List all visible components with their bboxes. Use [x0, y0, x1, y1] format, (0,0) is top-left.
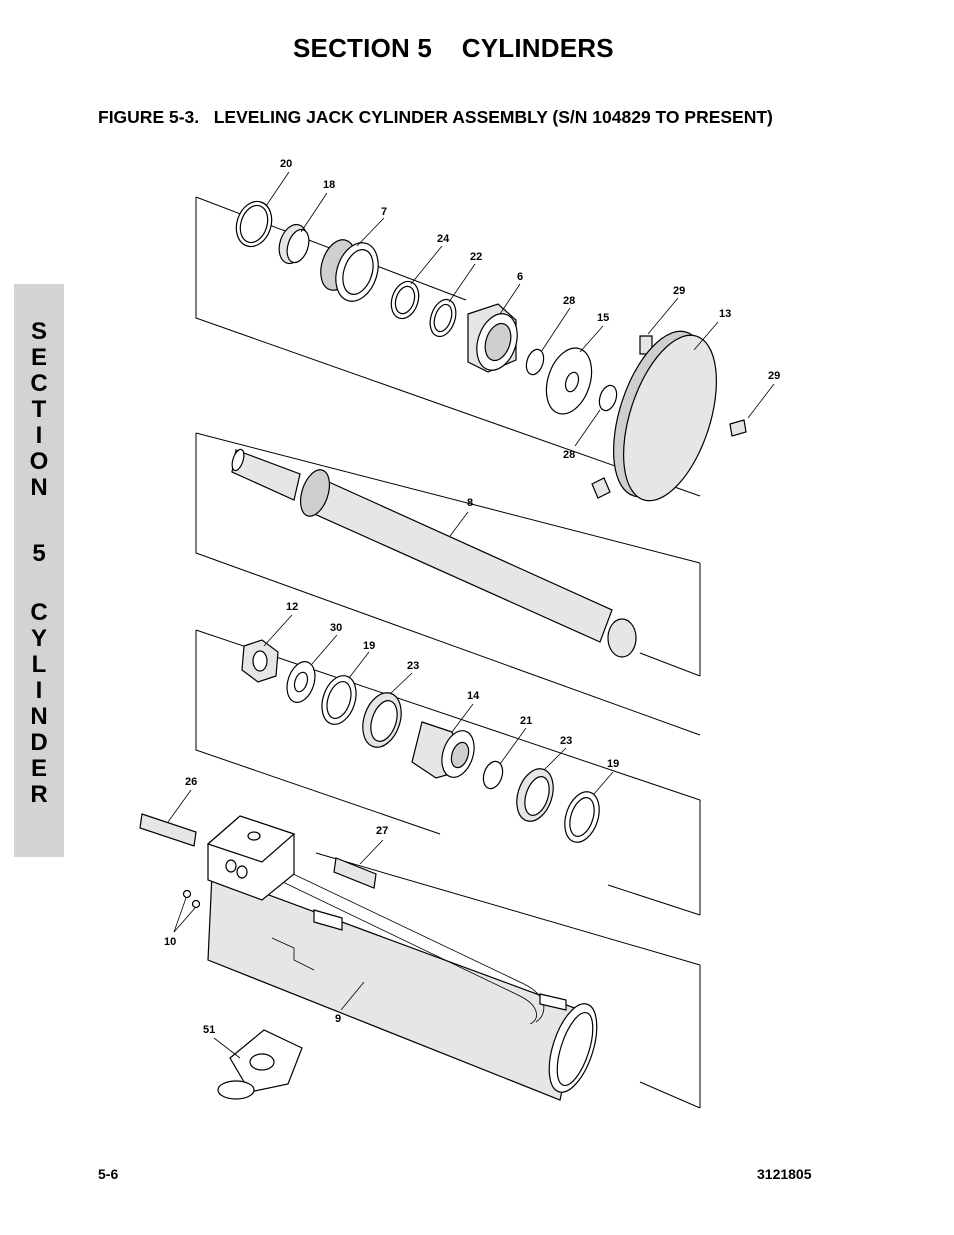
callout-51: 51 [203, 1024, 215, 1036]
nut-12-hole [252, 650, 268, 672]
seal-kit-51-ring-1 [217, 1080, 255, 1100]
wear-ring-23-upper-inner [370, 700, 398, 742]
leader-lines [167, 171, 775, 1059]
callout-23: 23 [407, 660, 419, 672]
rod-8-nut [299, 469, 331, 517]
seal-22-inner [433, 303, 453, 333]
spacer-15-hole [564, 371, 580, 393]
section-title: SECTION 5 CYLINDERS [293, 33, 614, 63]
callout-22: 22 [470, 251, 482, 263]
side-tab-letter: E [30, 755, 47, 782]
head-6-bore [484, 322, 512, 362]
callout-19: 19 [363, 640, 375, 652]
callout-30: 30 [330, 622, 342, 634]
rod-8-body [309, 477, 613, 643]
snap-ring-28-lower [598, 384, 618, 412]
side-tab-letter: I [35, 422, 43, 449]
callout-20: 20 [280, 158, 292, 170]
side-tab-letter: N [30, 703, 48, 730]
fitting-29-right [729, 419, 747, 437]
fitting-26 [139, 813, 197, 847]
wear-ring-23-lower-inner [524, 776, 550, 816]
callout-24: 24 [437, 233, 450, 245]
bolt-10-b [191, 899, 201, 909]
wiper-24-inner [394, 285, 416, 315]
bolt-10-a [182, 889, 192, 899]
side-tab-letter: T [31, 396, 47, 423]
section-side-tab: S E C T I O N 5 C Y L I N D E R [14, 284, 64, 857]
side-tab-letter: C [30, 599, 48, 626]
valve-27 [333, 857, 377, 889]
callout-28: 28 [563, 295, 575, 307]
callout-18: 18 [323, 179, 335, 191]
callout-28: 28 [563, 449, 575, 461]
rod-8-tip [231, 448, 245, 472]
side-tab-letter: 5 [32, 540, 46, 567]
seal-19-lower-inner [569, 797, 595, 837]
figure-title: FIGURE 5-3. LEVELING JACK CYLINDER ASSEM… [98, 107, 773, 127]
callout-14: 14 [467, 690, 480, 702]
callout-19: 19 [607, 758, 619, 770]
side-tab-letter: R [30, 781, 48, 808]
side-tab-letter: N [30, 474, 48, 501]
side-tab-letter: E [30, 344, 47, 371]
callout-7: 7 [381, 206, 387, 218]
snap-ring-28-upper [525, 348, 545, 376]
callout-10: 10 [164, 936, 176, 948]
block-port-1 [225, 859, 237, 873]
side-tab-letter: I [35, 677, 43, 704]
bracket-end [539, 993, 567, 1011]
callout-12: 12 [286, 601, 298, 613]
callout-6: 6 [517, 271, 523, 283]
clip [271, 937, 315, 971]
block-port-top [247, 831, 261, 841]
seal-kit-51-group [217, 1029, 303, 1100]
side-tab-letter: L [31, 651, 47, 678]
callout-21: 21 [520, 715, 532, 727]
piston-parts-group [241, 639, 600, 843]
side-tab-letter: S [30, 318, 47, 345]
document-number: 3121805 [757, 1166, 812, 1182]
barrel-9-body [207, 873, 581, 1101]
callout-26: 26 [185, 776, 197, 788]
o-ring-20-inner [239, 204, 269, 244]
tube-9 [261, 871, 537, 1025]
side-tab-letter: Y [30, 625, 47, 652]
fitting-29-lower [591, 477, 611, 499]
washer-30-hole [293, 671, 309, 693]
rod-8-end [607, 618, 637, 658]
panel-outlines [195, 196, 701, 1109]
barrel-9-bore [556, 1012, 594, 1086]
backup-ring-18-bore [286, 228, 310, 264]
callout-13: 13 [719, 308, 731, 320]
callout-29: 29 [768, 370, 780, 382]
callout-8: 8 [467, 497, 473, 509]
side-tab-letter: C [30, 370, 48, 397]
block-port-2 [236, 865, 248, 879]
piston-seal-7-bore [342, 249, 374, 295]
callout-27: 27 [376, 825, 388, 837]
o-ring-21 [482, 760, 504, 790]
barrel-group [139, 813, 598, 1101]
rod-group [231, 448, 637, 658]
callout-29: 29 [673, 285, 685, 297]
callout-labels: 20 18 7 24 22 6 28 15 29 13 29 28 8 12 3… [164, 158, 780, 1036]
callout-23: 23 [560, 735, 572, 747]
piston-14-bore [450, 741, 470, 769]
bracket-lower [313, 909, 343, 931]
jack-pad-13 [622, 334, 718, 502]
page-number: 5-6 [98, 1166, 119, 1182]
head-parts-group [235, 200, 747, 502]
seal-19-upper-inner [326, 681, 352, 719]
callout-9: 9 [335, 1013, 341, 1025]
seal-kit-51-ring-2 [249, 1053, 275, 1071]
side-tab-letter: O [29, 448, 49, 475]
side-tab-letter: D [30, 729, 48, 756]
callout-15: 15 [597, 312, 609, 324]
